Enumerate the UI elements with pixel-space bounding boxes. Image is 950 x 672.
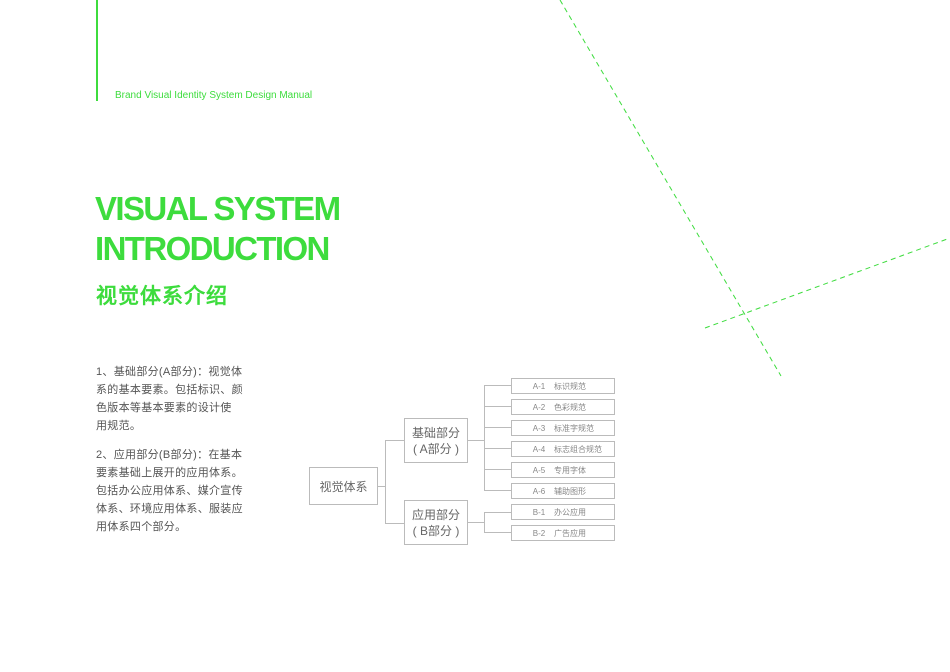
paragraph-line: 用规范。 [96,420,142,432]
leaf-label: 色彩规范 [554,402,586,412]
paragraph-line: 2、应用部分(B部分)：在基本 [96,449,243,461]
leaf-code: A-3 [532,423,546,433]
leaf-a3: A-3 标准字规范 [511,420,615,436]
leaf-label: 标准字规范 [554,423,594,433]
connector [468,522,484,523]
accent-bar [96,0,98,101]
leaf-a4: A-4 标志组合规范 [511,441,615,457]
connector [385,523,404,524]
connector [484,448,511,449]
connector [484,385,485,491]
connector [385,440,404,441]
title-line-2: INTRODUCTION [95,230,330,267]
node-a-line2: ( A部分 ) [412,441,459,456]
paragraph-line: 要素基础上展开的应用体系。 [96,467,243,479]
connector [484,427,511,428]
connector [484,490,511,491]
paragraph-b: 2、应用部分(B部分)：在基本 要素基础上展开的应用体系。 包括办公应用体系、媒… [96,446,246,536]
diagram-node-b: 应用部分 ( B部分 ) [404,500,468,545]
connector [468,440,484,441]
leaf-code: B-1 [532,507,546,517]
leaf-label: 标志组合规范 [554,444,602,454]
paragraph-line: 体系、环境应用体系、服装应 [96,503,243,515]
leaf-label: 专用字体 [554,465,586,475]
leaf-b2: B-2 广告应用 [511,525,615,541]
header-text: Brand Visual Identity System Design Manu… [115,90,313,101]
connector [484,406,511,407]
leaf-label: 广告应用 [554,528,586,538]
paragraph-line: 用体系四个部分。 [96,521,187,533]
leaf-a6: A-6 辅助图形 [511,483,615,499]
leaf-code: A-4 [532,444,546,454]
connector [484,385,511,386]
leaf-label: 办公应用 [554,507,586,517]
connector [484,512,511,513]
node-a-line1: 基础部分 [411,425,460,440]
diagram-node-a: 基础部分 ( A部分 ) [404,418,468,463]
node-b-line2: ( B部分 ) [412,523,460,538]
connector [378,486,385,487]
leaf-a5: A-5 专用字体 [511,462,615,478]
leaf-code: B-2 [532,528,546,538]
leaf-code: A-5 [532,465,546,475]
paragraph-line: 包括办公应用体系、媒介宣传 [96,485,243,497]
leaf-code: A-1 [532,381,546,391]
leaf-code: A-2 [532,402,546,412]
connector [484,512,485,533]
title-line-1: VISUAL SYSTEM [95,190,341,227]
connector [484,469,511,470]
leaf-b1: B-1 办公应用 [511,504,615,520]
dashed-line-cross [704,237,950,329]
leaf-label: 辅助图形 [554,486,586,496]
connector [484,532,511,533]
diagram-root-node: 视觉体系 [309,467,378,505]
paragraph-line: 系的基本要素。包括标识、颜 [96,384,243,396]
leaf-a1: A-1 标识规范 [511,378,615,394]
paragraph-a: 1、基础部分(A部分)：视觉体 系的基本要素。包括标识、颜 色版本等基本要素的设… [96,363,246,435]
leaf-label: 标识规范 [554,381,586,391]
paragraph-line: 色版本等基本要素的设计使 [96,402,232,414]
leaf-a2: A-2 色彩规范 [511,399,615,415]
node-b-line1: 应用部分 [411,507,460,522]
connector [385,440,386,524]
leaf-code: A-6 [532,486,546,496]
dashed-line-diagonal [559,0,782,377]
paragraph-line: 1、基础部分(A部分)：视觉体 [96,366,243,378]
subtitle: 视觉体系介绍 [96,285,228,308]
